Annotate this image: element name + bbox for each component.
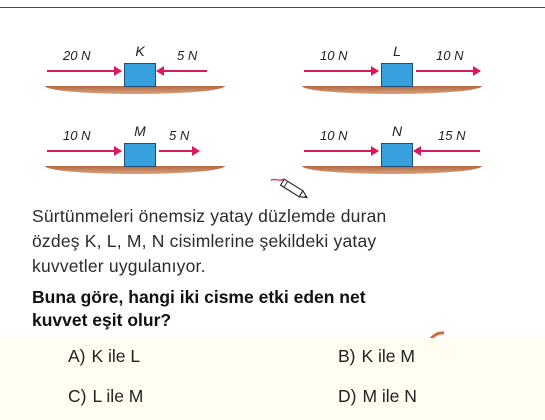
left-force-label: 10 N <box>320 128 348 143</box>
option-text: M ile N <box>362 386 417 406</box>
answer-options: A)K ile L B)K ile M C)L ile M D)M ile N <box>0 338 545 420</box>
question-text: Buna göre, hangi iki cisme etki eden net… <box>32 286 532 332</box>
ground-surface <box>45 86 225 94</box>
ground-surface <box>302 166 482 174</box>
left-force-label: 20 N <box>63 48 91 63</box>
left-force-arrow <box>304 66 379 76</box>
right-force-label: 5 N <box>169 128 190 143</box>
right-force-label: 5 N <box>177 48 198 63</box>
left-force-label: 10 N <box>320 48 348 63</box>
option-key: C) <box>68 386 87 406</box>
ground-surface <box>45 166 225 174</box>
question-line: Buna göre, hangi iki cisme etki eden net <box>32 287 366 307</box>
diagram-k: K 20 N 5 N <box>45 43 275 109</box>
option-key: D) <box>338 386 357 406</box>
right-force-arrow <box>413 146 480 156</box>
object-label: L <box>393 43 401 59</box>
top-rule <box>0 7 545 8</box>
diagram-m: M 10 N 5 N <box>45 123 275 189</box>
object-box <box>381 63 413 87</box>
pencil-icon <box>270 178 309 199</box>
right-force-arrow <box>156 66 207 76</box>
left-force-label: 10 N <box>63 128 91 143</box>
object-box <box>381 143 413 167</box>
option-d[interactable]: D)M ile N <box>338 386 417 407</box>
diagram-n: N 10 N 15 N <box>302 123 532 189</box>
option-key: A) <box>68 346 86 366</box>
object-box <box>124 143 156 167</box>
option-text: K ile M <box>361 346 415 366</box>
left-force-arrow <box>47 146 122 156</box>
right-force-label: 15 N <box>438 128 466 143</box>
option-text: K ile L <box>91 346 141 366</box>
right-force-arrow <box>159 146 200 156</box>
object-label: M <box>134 123 146 139</box>
problem-statement: Sürtünmeleri önemsiz yatay düzlemde dura… <box>32 204 532 279</box>
left-force-arrow <box>304 146 379 156</box>
left-force-arrow <box>47 66 122 76</box>
ground-surface <box>302 86 482 94</box>
object-label: N <box>391 123 403 139</box>
object-box <box>124 63 156 87</box>
option-key: B) <box>338 346 356 366</box>
option-text: L ile M <box>92 386 144 406</box>
right-force-label: 10 N <box>436 48 464 63</box>
statement-line: özdeş K, L, M, N cisimlerine şekildeki y… <box>32 231 377 251</box>
option-a[interactable]: A)K ile L <box>68 346 140 367</box>
diagram-l: L 10 N 10 N <box>302 43 532 109</box>
statement-line: kuvvetler uygulanıyor. <box>32 256 206 276</box>
object-label: K <box>135 43 145 59</box>
right-force-arrow <box>416 66 481 76</box>
statement-line: Sürtünmeleri önemsiz yatay düzlemde dura… <box>32 206 387 226</box>
option-b[interactable]: B)K ile M <box>338 346 415 367</box>
option-c[interactable]: C)L ile M <box>68 386 143 407</box>
question-line: kuvvet eşit olur? <box>32 310 172 330</box>
